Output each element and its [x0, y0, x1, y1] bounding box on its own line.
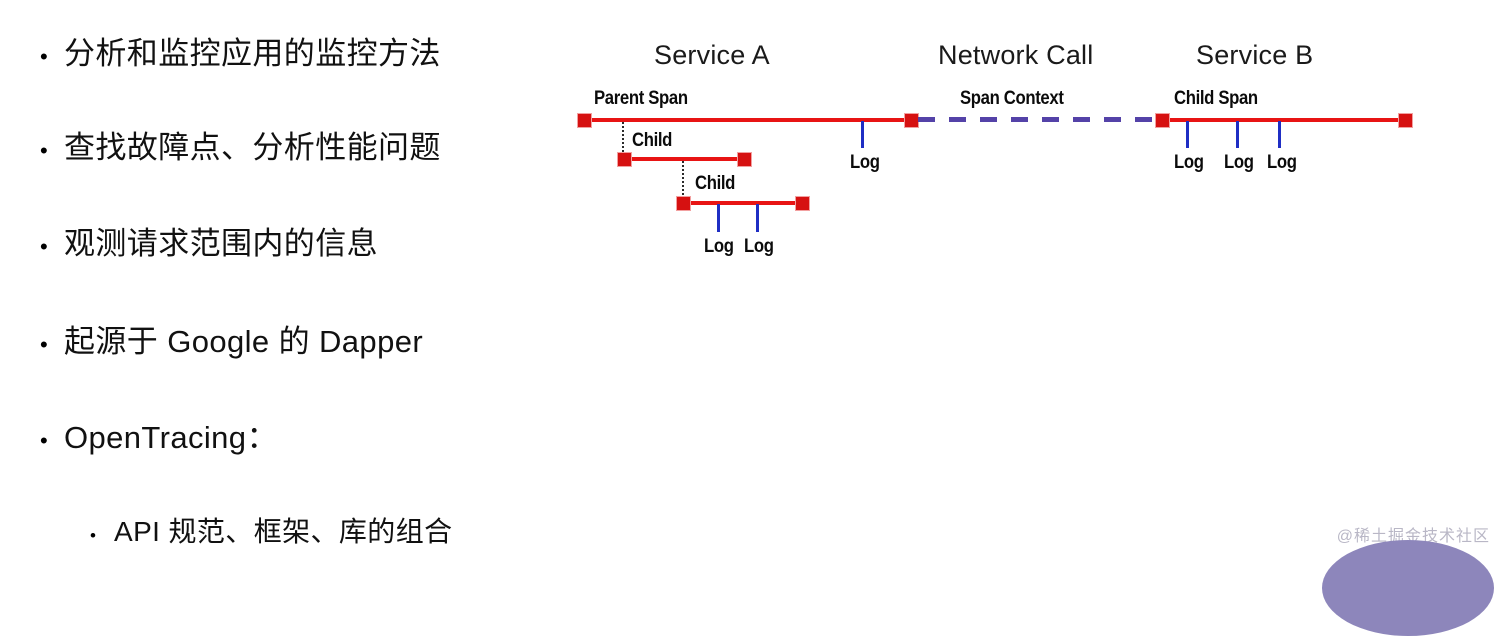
list-item: • 查找故障点、分析性能问题: [40, 122, 441, 167]
parent-span-end-cap: [904, 113, 919, 128]
bullet-marker-icon: •: [40, 138, 48, 163]
span-context-dashed-line: [918, 117, 1158, 122]
child-span-2-log-tick-1: [717, 204, 720, 232]
parent-span-log-label: Log: [850, 152, 880, 173]
child-span-b-log-tick-1: [1186, 121, 1189, 148]
watermark-arc-decoration: [1322, 540, 1494, 636]
child-span-2-end-cap: [795, 196, 810, 211]
parent-span-bar: [582, 118, 912, 122]
child-span-1-end-cap: [737, 152, 752, 167]
child-span-1-bar: [622, 157, 745, 161]
bullet-text: 起源于 Google 的 Dapper: [64, 324, 424, 359]
child-span-2-log-label-2: Log: [744, 236, 774, 257]
child-span-1-label: Child: [632, 130, 673, 151]
list-item: • 分析和监控应用的监控方法: [40, 28, 441, 73]
bullet-text: 观测请求范围内的信息: [64, 226, 378, 261]
child-span-b-end-cap: [1398, 113, 1413, 128]
bullet-text: 分析和监控应用的监控方法: [64, 36, 441, 71]
list-item: • OpenTracing：: [40, 412, 278, 457]
network-call-title: Network Call: [938, 40, 1094, 70]
bullet-text: OpenTracing：: [64, 420, 278, 455]
child-span-2-start-cap: [676, 196, 691, 211]
child-span-2-bar: [682, 201, 801, 205]
parent-to-child1-connector: [622, 122, 624, 156]
child-span-b-label: Child Span: [1174, 88, 1258, 109]
child-span-b-log-label-3: Log: [1267, 152, 1297, 173]
child-span-b-log-label-1: Log: [1174, 152, 1204, 173]
list-item: • 观测请求范围内的信息: [40, 218, 378, 263]
child-span-1-start-cap: [617, 152, 632, 167]
parent-span-label: Parent Span: [594, 88, 688, 109]
parent-span-start-cap: [577, 113, 592, 128]
sub-list-item: • API 规范、框架、库的组合: [90, 510, 453, 550]
child-span-2-log-label-1: Log: [704, 236, 734, 257]
child-span-b-bar: [1160, 118, 1405, 122]
sub-bullet-text: API 规范、框架、库的组合: [114, 516, 453, 547]
parent-span-log-tick: [861, 121, 864, 148]
child-span-b-start-cap: [1155, 113, 1170, 128]
bullet-marker-icon: •: [90, 526, 96, 545]
child-span-b-log-tick-3: [1278, 121, 1281, 148]
child-span-b-log-label-2: Log: [1224, 152, 1254, 173]
span-context-label: Span Context: [960, 88, 1064, 109]
watermark-text: @稀土掘金技术社区: [1336, 528, 1490, 545]
list-item: • 起源于 Google 的 Dapper: [40, 316, 423, 361]
trace-diagram: Service A Network Call Service B Parent …: [570, 0, 1512, 572]
service-a-title: Service A: [654, 40, 770, 70]
child-span-2-log-tick-2: [756, 204, 759, 232]
bullet-marker-icon: •: [40, 332, 48, 357]
child-span-2-label: Child: [695, 173, 736, 194]
child-span-b-log-tick-2: [1236, 121, 1239, 148]
slide-bullet-list: • 分析和监控应用的监控方法 • 查找故障点、分析性能问题 • 观测请求范围内的…: [0, 0, 590, 572]
bullet-marker-icon: •: [40, 234, 48, 259]
service-b-title: Service B: [1196, 40, 1314, 70]
bullet-marker-icon: •: [40, 428, 48, 453]
bullet-marker-icon: •: [40, 44, 48, 69]
child1-to-child2-connector: [682, 161, 684, 199]
bullet-text: 查找故障点、分析性能问题: [64, 130, 441, 165]
